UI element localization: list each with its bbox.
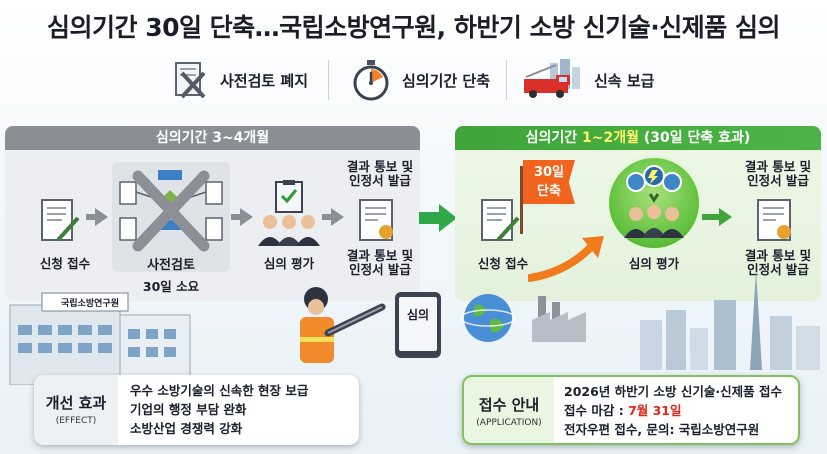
arrow-head	[719, 208, 732, 226]
step-label: 심의 평가	[263, 256, 315, 271]
arrow	[322, 214, 332, 220]
transition-arrow	[419, 212, 441, 224]
arrow-head	[95, 208, 108, 226]
effect-line: 소방산업 경쟁력 강화	[130, 421, 243, 436]
application-deadline: 접수 마감 : 7월 31일	[564, 401, 782, 420]
application-line: 2026년 하반기 소방 신기술·신제품 접수	[564, 384, 782, 399]
transition-arrow-head	[439, 204, 457, 232]
step-label: 신청 접수	[39, 256, 91, 271]
flowchart-crossed-icon: 사전검토	[112, 162, 230, 273]
highlight-item: 신속 보급	[522, 56, 654, 104]
certificate-icon	[754, 196, 800, 250]
stopwatch-icon	[350, 59, 392, 101]
step-label: 사전검토	[147, 258, 195, 273]
effect-box: 개선 효과 (EFFECT) 우수 소방기술의 신속한 현장 보급 기업의 행정…	[34, 375, 359, 445]
arrow	[702, 214, 720, 220]
certificate-icon	[356, 196, 402, 250]
step-label-top: 결과 통보 및 인정서 발급	[744, 159, 812, 188]
after-header: 심의기간 1~2개월 (30일 단축 효과)	[455, 126, 821, 150]
after-header-text: 심의기간	[525, 130, 583, 146]
building-illustration	[0, 285, 200, 389]
step-note: 30일 소요	[142, 279, 200, 294]
building-sign: 국립소방연구원	[61, 299, 119, 309]
firefighter-illustration	[278, 285, 388, 379]
divider	[328, 60, 329, 100]
city-skyline-illustration	[630, 270, 827, 374]
highlights-row: 사전검토 폐지 심의기간 단축	[0, 56, 827, 106]
globe-icon	[460, 290, 516, 350]
factory-illustration	[528, 292, 608, 346]
application-header: 접수 안내 (APPLICATION)	[464, 377, 554, 443]
document-pen-icon	[478, 196, 524, 252]
tablet-label: 심의	[399, 297, 437, 351]
highlight-label: 신속 보급	[594, 71, 655, 90]
effect-line: 우수 소방기술의 신속한 현장 보급	[130, 383, 309, 398]
effect-subtitle: (EFFECT)	[55, 416, 97, 426]
highlight-label: 사전검토 폐지	[220, 71, 309, 90]
step-label-top: 결과 통보 및 인정서 발급	[346, 159, 414, 188]
before-header: 심의기간 3~4개월	[5, 126, 420, 150]
highlight-item: 심의기간 단축	[350, 56, 490, 104]
step-label: 신청 접수	[477, 256, 529, 271]
fire-truck-icon	[522, 59, 584, 101]
deadline-value: 7월 31일	[628, 403, 682, 418]
after-header-suffix: (30일 단축 효과)	[639, 130, 751, 146]
reduction-flag: 30일 단축	[523, 160, 575, 204]
step-label: 심의 평가	[628, 256, 680, 271]
application-box: 접수 안내 (APPLICATION) 2026년 하반기 소방 신기술·신제품…	[462, 375, 800, 445]
step-label: 결과 통보 및 인정서 발급	[346, 248, 414, 277]
highlight-label: 심의기간 단축	[402, 71, 491, 90]
arrow	[86, 214, 96, 220]
divider	[506, 60, 507, 100]
effect-header: 개선 효과 (EFFECT)	[34, 375, 118, 445]
flag-text: 30일 단축	[533, 165, 565, 199]
arrow-head	[331, 208, 344, 226]
deadline-label: 접수 마감 :	[564, 403, 629, 418]
tablet-icon: 심의	[395, 292, 441, 358]
gears-icon	[614, 162, 694, 246]
document-x-icon	[168, 59, 210, 101]
arrow-head	[240, 208, 253, 226]
effect-title: 개선 효과	[45, 394, 107, 412]
arrow	[231, 214, 241, 220]
effect-list: 우수 소방기술의 신속한 현장 보급 기업의 행정 부담 완화 소방산업 경쟁력…	[130, 381, 308, 438]
after-header-highlight: 1~2개월	[582, 130, 640, 146]
application-list: 2026년 하반기 소방 신기술·신제품 접수 접수 마감 : 7월 31일 전…	[564, 382, 782, 439]
flag-pole	[520, 166, 523, 234]
effect-line: 기업의 행정 부담 완화	[130, 402, 247, 417]
trend-arrow-icon	[526, 232, 608, 286]
page-title: 심의기간 30일 단축…국립소방연구원, 하반기 소방 신기술·신제품 심의	[46, 13, 781, 42]
step-label: 결과 통보 및 인정서 발급	[744, 248, 812, 277]
document-pen-icon	[38, 196, 84, 252]
reviewers-icon	[256, 180, 322, 254]
application-title: 접수 안내	[478, 396, 540, 414]
highlight-item: 사전검토 폐지	[168, 56, 308, 104]
application-line: 전자우편 접수, 문의: 국립소방연구원	[564, 422, 760, 437]
application-subtitle: (APPLICATION)	[476, 418, 542, 428]
